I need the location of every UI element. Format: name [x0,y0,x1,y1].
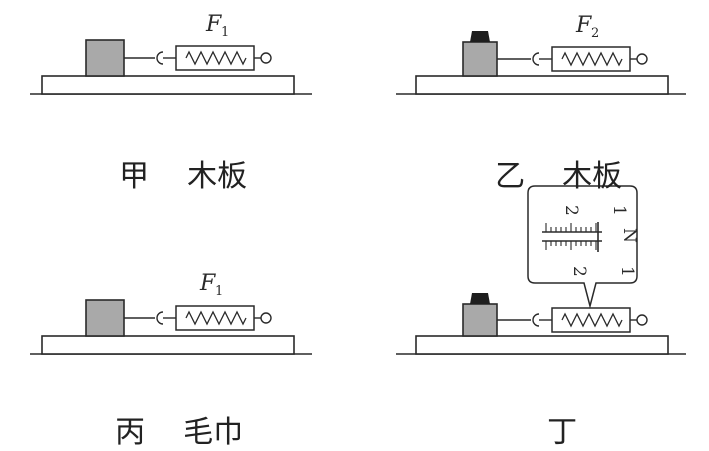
caption-bing: 丙 [96,372,145,451]
force-label-subscript: 1 [215,284,223,299]
surface-bing: 毛巾 [164,372,243,451]
spring-scale-hook [156,311,164,325]
scale-number: 1 [609,205,629,216]
spring-coil [561,312,623,328]
pull-ring [260,52,272,64]
wooden-block [462,41,498,77]
wooden-block [462,303,498,337]
pull-ring [636,314,648,326]
spring-scale-hook [532,313,540,327]
surface-yi: 木板 [543,116,622,195]
scale-number: 1 [617,266,637,277]
spring-coil [561,51,623,67]
force-label-subscript: 1 [221,25,229,40]
scale-unit: N [619,228,639,243]
panel-yi: F 2 [396,13,686,95]
force-label-main: F [575,13,592,38]
spring-scale-body [175,305,255,331]
spring-coil [185,50,247,66]
caption-label: 甲 [119,159,150,194]
surface-jia: 木板 [168,116,247,195]
pull-ring [636,53,648,65]
weight-icon [470,293,490,304]
spring-coil [185,310,247,326]
board-plank [415,335,669,355]
surface-label: 木板 [187,159,248,194]
pull-ring [260,312,272,324]
caption-ding: 丁 [528,372,577,451]
scale-number: 2 [561,205,581,216]
caption-jia: 甲 [100,116,149,195]
panel-bing: F 1 [30,271,312,355]
wooden-block [85,299,125,337]
caption-yi: 乙 [476,116,525,195]
spring-scale-hook [156,51,164,65]
caption-label: 丁 [547,415,578,450]
weight-icon [470,31,490,42]
spring-scale-body [551,307,631,333]
force-label-subscript: 2 [591,26,599,41]
spring-scale-body [551,46,631,72]
diagram-canvas: F 1 F 2 F 1 [30,12,686,355]
friction-experiment-diagram: F 1 F 2 F 1 [30,12,686,450]
towel-plank [41,335,295,355]
surface-label: 木板 [562,159,623,194]
magnified-scale [542,222,602,252]
board-plank [41,75,295,95]
force-label-main: F [199,271,216,296]
scale-number: 2 [569,266,589,277]
scale-callout [527,185,638,309]
spring-scale-body [175,45,255,71]
panel-jia: F 1 [30,12,312,95]
wooden-block [85,39,125,77]
spring-scale-hook [532,52,540,66]
panel-ding: 2 1 N 1 2 [396,185,686,355]
caption-label: 丙 [115,415,146,450]
force-label-main: F [205,12,222,37]
caption-label: 乙 [495,159,526,194]
surface-label: 毛巾 [183,415,244,450]
board-plank [415,75,669,95]
